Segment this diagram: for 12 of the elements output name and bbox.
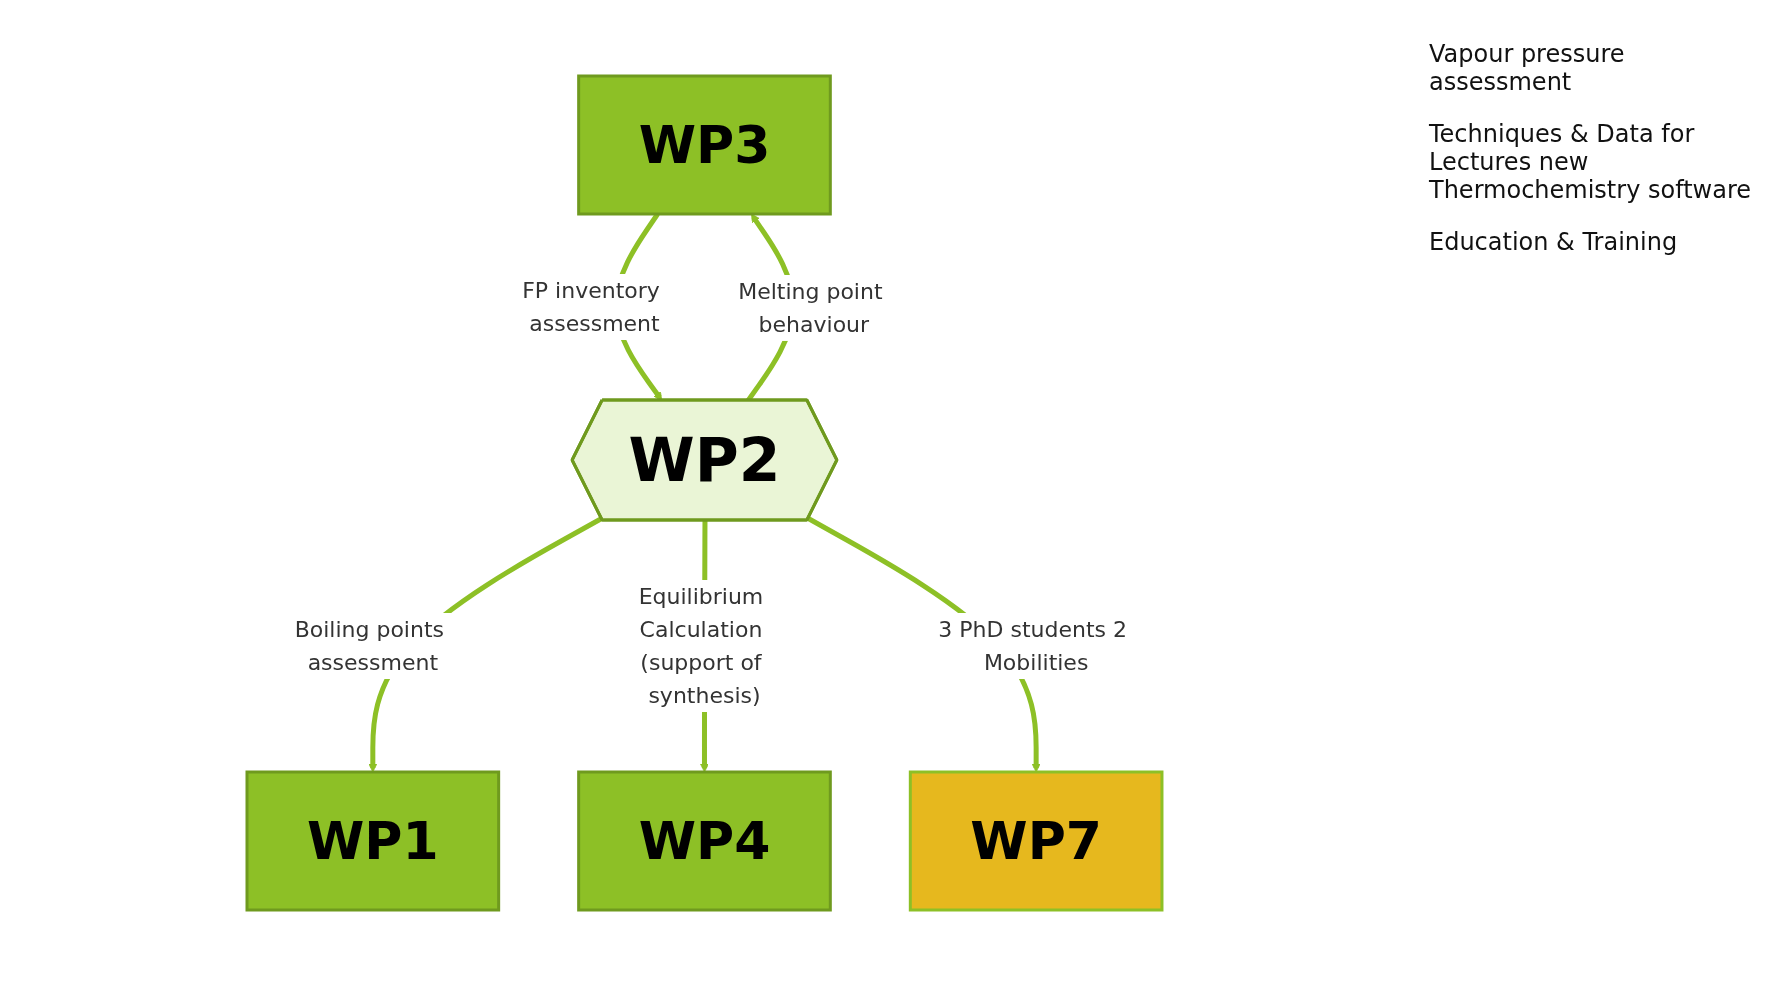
note-text: Education & Training <box>1429 228 1679 256</box>
node-box: WP7 <box>908 770 1164 912</box>
edge-label: Melting point behaviour <box>738 278 883 337</box>
node-box: WP4 <box>577 770 832 912</box>
note-text: Techniques & Data for Lectures new Thermochemistry software <box>1429 120 1753 204</box>
node-box: WP3 <box>577 74 832 216</box>
node-box: WP1 <box>245 770 501 912</box>
edge-label: FP inventory assessment <box>522 278 660 336</box>
edge-label: Equilibrium Calculation (support of synthesis) <box>638 584 764 708</box>
edge-label: Boiling points assessment <box>294 617 445 675</box>
edge-label: 3 PhD students 2 Mobilities <box>938 617 1127 675</box>
note-text: Vapour pressure assessment <box>1429 40 1626 96</box>
